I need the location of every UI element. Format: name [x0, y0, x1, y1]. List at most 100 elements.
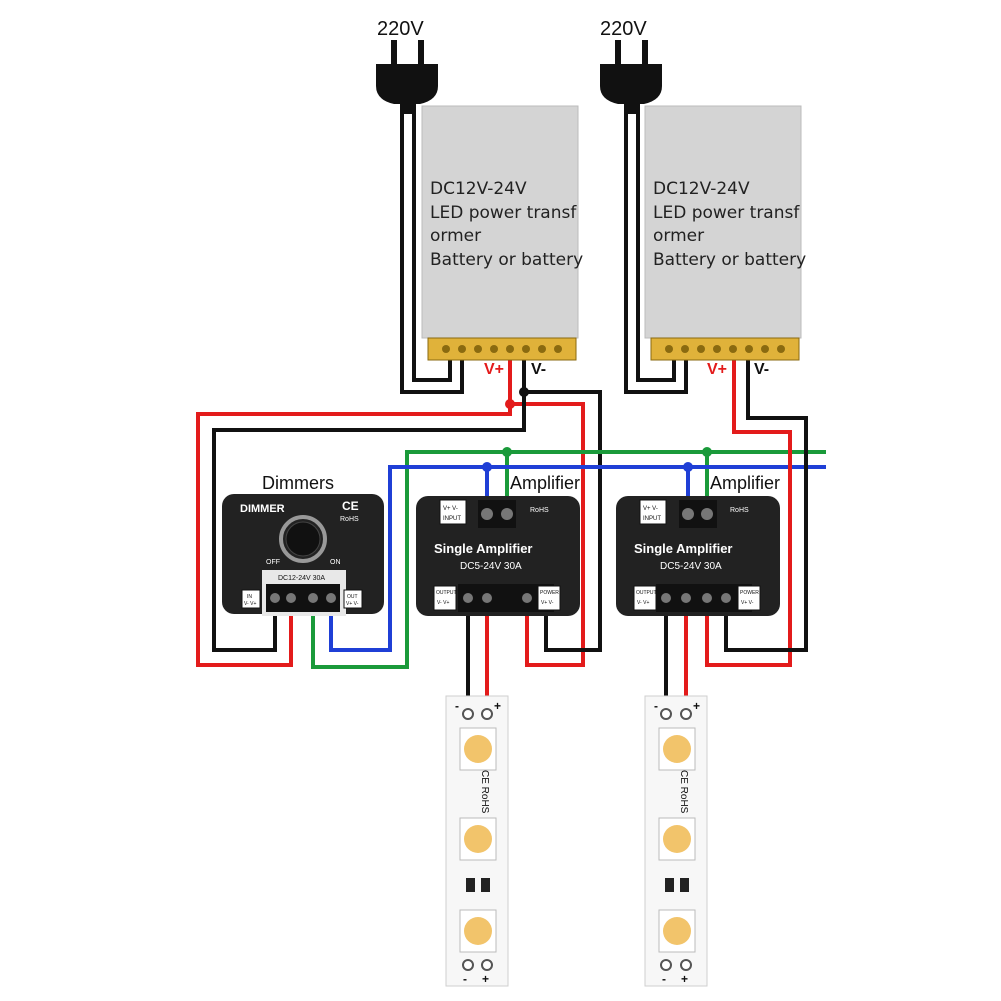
- psu-vplus-label: V+: [707, 361, 727, 378]
- dimmer-caption: Dimmers: [262, 473, 334, 493]
- dimmer-knob[interactable]: [285, 521, 321, 557]
- psu-text-line: LED power transf: [653, 203, 800, 223]
- strip-marking: CE RoHS: [479, 770, 490, 814]
- junction-dots: [482, 387, 712, 472]
- strip-minus-label: -: [662, 972, 666, 986]
- resistor: [680, 878, 689, 892]
- terminal-screw[interactable]: [501, 508, 513, 520]
- dimmer-in-pins: V- V+: [244, 601, 256, 607]
- dimmer-ce-mark: CE: [342, 499, 359, 513]
- terminal-screw[interactable]: [661, 593, 671, 603]
- resistor: [481, 878, 490, 892]
- amp-rating: DC5-24V 30A: [460, 561, 522, 572]
- amp-input-label-box: [439, 499, 467, 525]
- psu-vminus-label: V-: [754, 361, 769, 378]
- strip-minus-label: -: [654, 699, 658, 713]
- dimmer-terminals: [266, 584, 340, 612]
- psu-terminal-screws: [442, 345, 562, 353]
- terminal-screw[interactable]: [463, 593, 473, 603]
- terminal-screw[interactable]: [326, 593, 336, 603]
- plug-body-icon: [376, 64, 438, 104]
- junction-dot: [702, 447, 712, 457]
- amplifier-module-1: Amplifier V+ V- INPUT RoHS Single Amplif…: [416, 473, 580, 616]
- solder-pad: [680, 959, 692, 971]
- psu-body: [644, 105, 802, 339]
- dimmer-out-vminus-wire: [329, 465, 826, 652]
- strip-marking: CE RoHS: [678, 770, 689, 814]
- led-emitter: [464, 735, 492, 763]
- terminal-screw[interactable]: [682, 508, 694, 520]
- led-emitter: [663, 735, 691, 763]
- mains-voltage-label: 220V: [600, 18, 647, 40]
- strip-plus-label: +: [482, 972, 489, 986]
- mains-voltage-label: 220V: [377, 18, 424, 40]
- terminal-screw[interactable]: [481, 508, 493, 520]
- power-supply-1: DC12V-24V LED power transf ormer Battery…: [421, 105, 583, 378]
- amp-power-pins: V+ V-: [741, 600, 754, 606]
- amp-power-label: POWER: [540, 590, 559, 596]
- mains-wire-left-1: [400, 110, 464, 394]
- psu-text-line: ormer: [653, 226, 704, 246]
- amp-output-label: OUTPUT: [436, 590, 457, 596]
- solder-pad: [680, 708, 692, 720]
- plug-neck-icon: [624, 100, 640, 114]
- psu2-vplus-wire: [705, 358, 792, 667]
- amp-output-pins: V- V+: [437, 600, 449, 606]
- terminal-screw[interactable]: [482, 593, 492, 603]
- dimmer-out-pins: V+ V-: [346, 601, 359, 607]
- plug-prong-icon: [642, 40, 648, 66]
- dimmer-in-label-box: [241, 589, 261, 609]
- junction-dot: [519, 387, 529, 397]
- solder-pad: [481, 708, 493, 720]
- plug-body-icon: [600, 64, 662, 104]
- led-emitter: [663, 825, 691, 853]
- terminal-screw[interactable]: [681, 593, 691, 603]
- power-plug-1: 220V: [376, 18, 438, 114]
- psu-text-line: Battery or battery: [653, 250, 806, 270]
- dimmer-out-vplus-wire: [311, 450, 826, 669]
- amp-rohs-mark: RoHS: [530, 507, 549, 514]
- terminal-screw[interactable]: [286, 593, 296, 603]
- amplifier-module-2: Amplifier V+ V- INPUT RoHS Single Amplif…: [616, 473, 780, 616]
- junction-dot: [502, 447, 512, 457]
- psu2-vminus-wire: [724, 358, 808, 652]
- amplifier-caption: Amplifier: [710, 473, 780, 493]
- mains-wire-left-2: [624, 110, 688, 394]
- amp-power-pins: V+ V-: [541, 600, 554, 606]
- terminal-screw[interactable]: [721, 593, 731, 603]
- amp-input-pins: V+ V-: [443, 506, 458, 512]
- dimmer-title: DIMMER: [240, 503, 285, 515]
- solder-pad: [660, 959, 672, 971]
- terminal-screw[interactable]: [702, 593, 712, 603]
- mains-wire-right-2: [636, 110, 676, 382]
- junction-dot: [482, 462, 492, 472]
- amp-power-label-box: [537, 585, 561, 611]
- dimmer-module: Dimmers DIMMER CE RoHS OFF ON DC12-24V 3…: [222, 473, 384, 616]
- strip-plus-label: +: [693, 699, 700, 713]
- amp-power-label-box: [737, 585, 761, 611]
- plug-prong-icon: [391, 40, 397, 66]
- dimmer-rating: DC12-24V 30A: [278, 575, 325, 582]
- amp-rohs-mark: RoHS: [730, 507, 749, 514]
- terminal-screw[interactable]: [308, 593, 318, 603]
- psu-vplus-label: V+: [484, 361, 504, 378]
- junction-dot: [505, 399, 515, 409]
- power-supply-2: DC12V-24V LED power transf ormer Battery…: [644, 105, 806, 378]
- power-plug-2: 220V: [600, 18, 662, 114]
- led-emitter: [464, 917, 492, 945]
- dimmer-on-label: ON: [330, 559, 341, 566]
- amp-power-label: POWER: [740, 590, 759, 596]
- psu-text-line: ormer: [430, 226, 481, 246]
- terminal-screw[interactable]: [270, 593, 280, 603]
- dimmer-rohs-mark: RoHS: [340, 516, 359, 523]
- amp-rating: DC5-24V 30A: [660, 561, 722, 572]
- plug-neck-icon: [400, 100, 416, 114]
- mains-wire-right-1: [412, 110, 452, 382]
- terminal-screw[interactable]: [701, 508, 713, 520]
- solder-pad: [660, 708, 672, 720]
- terminal-screw[interactable]: [522, 593, 532, 603]
- amp-input-label-box: [639, 499, 667, 525]
- amplifier-caption: Amplifier: [510, 473, 580, 493]
- psu-text-line: Battery or battery: [430, 250, 583, 270]
